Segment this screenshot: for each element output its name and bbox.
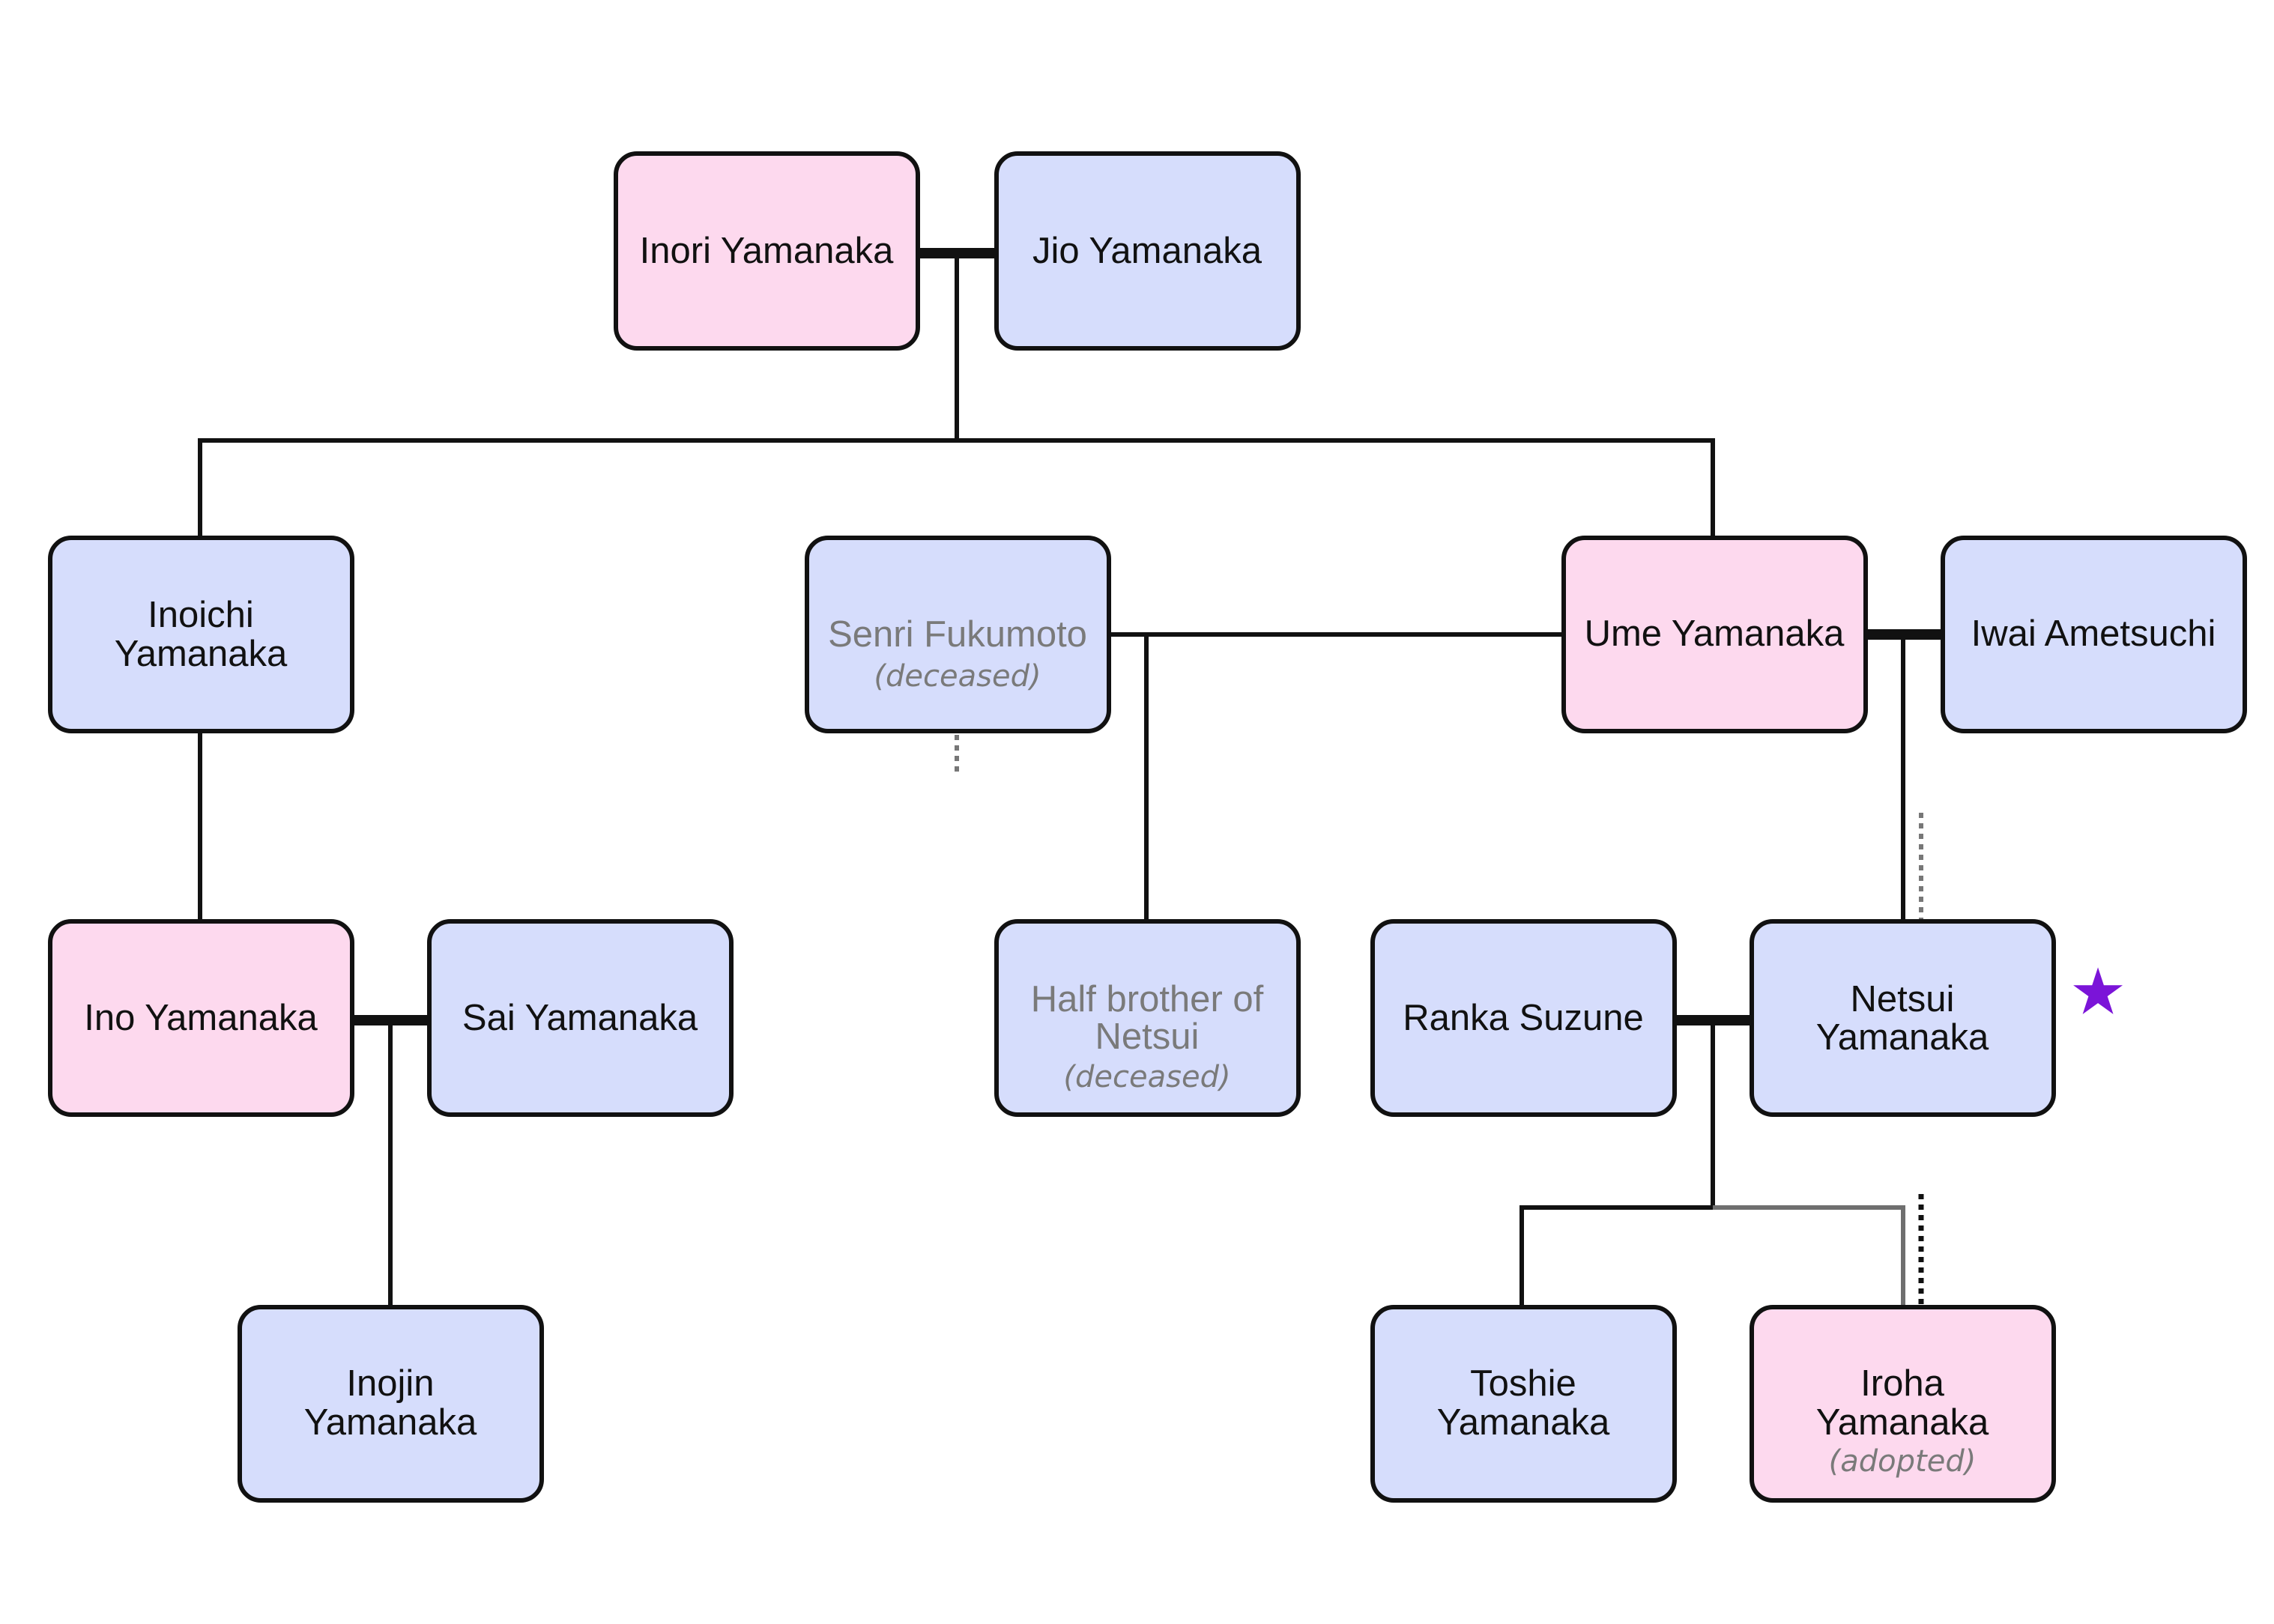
sibling-bar-generation-2 <box>198 438 1715 538</box>
person-name-line2: Yamanaka <box>1437 1402 1610 1443</box>
person-half-brother-of-netsui[interactable]: Half brother of Netsui (deceased) <box>994 919 1301 1117</box>
person-name-line1: Netsui <box>1851 979 1955 1019</box>
person-name: Ume Yamanaka <box>1585 613 1845 654</box>
person-name: Jio Yamanaka <box>1032 231 1263 271</box>
person-name-line2: Yamanaka <box>1816 1017 1989 1058</box>
person-note: (adopted) <box>1829 1444 1977 1479</box>
person-sai-yamanaka[interactable]: Sai Yamanaka <box>427 919 734 1117</box>
child-line-toshie <box>1519 1205 1713 1307</box>
person-name-line1: Toshie <box>1470 1363 1576 1404</box>
person-senri-fukumoto[interactable]: Senri Fukumoto (deceased) <box>805 536 1111 733</box>
person-name-line2: Yamanaka <box>115 634 288 674</box>
person-iroha-yamanaka[interactable]: Iroha Yamanaka (adopted) <box>1750 1305 2056 1503</box>
person-toshie-yamanaka[interactable]: Toshie Yamanaka <box>1370 1305 1677 1503</box>
person-name: Ranka Suzune <box>1403 998 1643 1038</box>
person-ino-yamanaka[interactable]: Ino Yamanaka <box>48 919 354 1117</box>
person-name-line2: Netsui <box>1095 1016 1200 1057</box>
person-name: Sai Yamanaka <box>462 998 698 1038</box>
person-inoichi-yamanaka[interactable]: Inoichi Yamanaka <box>48 536 354 733</box>
person-inojin-yamanaka[interactable]: Inojin Yamanaka <box>238 1305 544 1503</box>
connectors <box>198 248 1943 1307</box>
person-note: (deceased) <box>1063 1060 1230 1094</box>
person-name-line1: Inojin <box>346 1363 434 1404</box>
person-name-line1: Inoichi <box>148 595 254 635</box>
person-inori-yamanaka[interactable]: Inori Yamanaka <box>614 151 920 351</box>
person-name-line2: Yamanaka <box>304 1402 477 1443</box>
person-jio-yamanaka[interactable]: Jio Yamanaka <box>994 151 1301 351</box>
person-name: Inori Yamanaka <box>640 231 894 271</box>
person-name: Ino Yamanaka <box>84 998 318 1038</box>
person-iwai-ametsuchi[interactable]: Iwai Ametsuchi <box>1941 536 2247 733</box>
person-ume-yamanaka[interactable]: Ume Yamanaka <box>1561 536 1868 733</box>
person-name: Senri Fukumoto <box>828 614 1087 655</box>
person-name-line1: Half brother of <box>1031 979 1264 1019</box>
person-ranka-suzune[interactable]: Ranka Suzune <box>1370 919 1677 1117</box>
person-note: (deceased) <box>874 659 1041 694</box>
person-name-line2: Yamanaka <box>1816 1402 1989 1443</box>
adoption-line-iroha <box>1713 1205 1905 1307</box>
person-netsui-yamanaka[interactable]: Netsui Yamanaka <box>1750 919 2056 1117</box>
star-icon: ★ <box>2069 954 2126 1029</box>
person-name-line1: Iroha <box>1860 1363 1944 1404</box>
person-name: Iwai Ametsuchi <box>1971 613 2216 654</box>
